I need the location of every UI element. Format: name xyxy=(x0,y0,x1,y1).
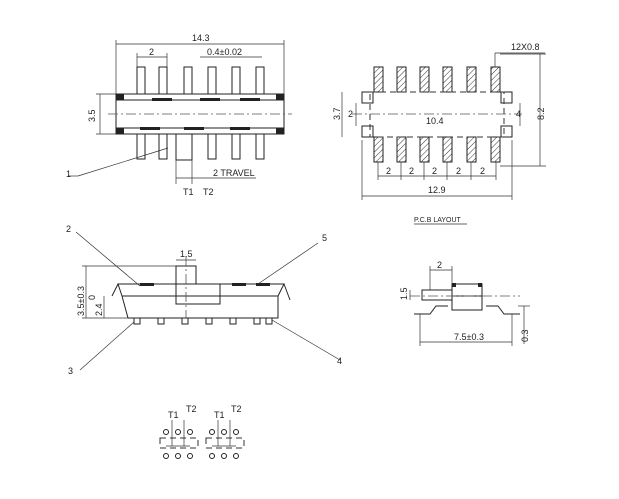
bottom-pins xyxy=(136,133,265,160)
travel-label: 2 TRAVEL xyxy=(213,168,255,178)
pcb-pitch-4: 2 xyxy=(456,166,461,176)
callout-2: 2 xyxy=(66,224,71,234)
pcb-dim-10-4: 10.4 xyxy=(426,116,444,126)
end-dim-knob: 1.5 xyxy=(399,287,409,300)
pcb-dim-4: 4 xyxy=(516,109,521,119)
end-dim-top: 2 xyxy=(437,260,442,270)
switch-body-side xyxy=(117,283,285,319)
schematic-t2-b: T2 xyxy=(231,404,242,414)
top-view: 14.3 2 0.4±0.02 3.5 2 TRAVEL T1 T2 1 xyxy=(66,33,292,197)
schematic-t1-b: T1 xyxy=(214,410,225,420)
callout-5: 5 xyxy=(322,233,327,243)
pcb-pitch-5: 2 xyxy=(480,166,485,176)
pcb-pitch-2: 2 xyxy=(409,166,414,176)
dim-height-label: 3.5 xyxy=(87,109,97,122)
terminal-t2-label: T2 xyxy=(203,187,214,197)
schematic-t2-a: T2 xyxy=(186,404,197,414)
end-view-body xyxy=(451,283,483,311)
terminal-schematic: T1 T2 T1 T2 xyxy=(159,404,245,459)
dim-pin-label: 0.4±0.02 xyxy=(207,47,242,57)
side-dim-total: 3.5±0.3 xyxy=(76,286,86,316)
side-dim-zero: 0 xyxy=(87,295,97,300)
callout-4: 4 xyxy=(337,356,342,366)
terminal-t1-label: T1 xyxy=(183,187,194,197)
end-dim-thick: 0.3 xyxy=(520,329,530,342)
pcb-pitch-1: 2 xyxy=(386,166,391,176)
top-pins xyxy=(136,66,265,95)
dim-pitch-label: 2 xyxy=(149,47,154,57)
actuator-top xyxy=(175,133,193,161)
side-view: 1.5 3.5±0.3 0 2.4 2 3 4 5 xyxy=(66,224,342,376)
callout-3: 3 xyxy=(68,366,73,376)
pcb-dim-8-2: 8.2 xyxy=(536,107,546,120)
end-view: 2 1.5 7.5±0.3 0.3 xyxy=(399,260,530,346)
dim-width-label: 14.3 xyxy=(192,33,210,43)
pcb-dim-pads: 12X0.8 xyxy=(511,42,540,52)
side-dim-body: 2.4 xyxy=(94,303,104,316)
schematic-t1-a: T1 xyxy=(168,410,179,420)
pcb-dim-2: 2 xyxy=(348,109,353,119)
callout-1: 1 xyxy=(66,169,71,179)
end-dim-width: 7.5±0.3 xyxy=(454,332,484,342)
pcb-caption: P.C.B LAYOUT xyxy=(414,217,462,224)
pcb-layout: 12X0.8 8.2 4 3.7 2 10.4 2 2 2 2 2 12.9 P… xyxy=(332,42,546,225)
pcb-dim-3-7: 3.7 xyxy=(332,107,342,120)
side-dim-knob: 1.5 xyxy=(180,249,193,259)
pcb-dim-12-9: 12.9 xyxy=(428,185,446,195)
pcb-pitch-3: 2 xyxy=(432,166,437,176)
